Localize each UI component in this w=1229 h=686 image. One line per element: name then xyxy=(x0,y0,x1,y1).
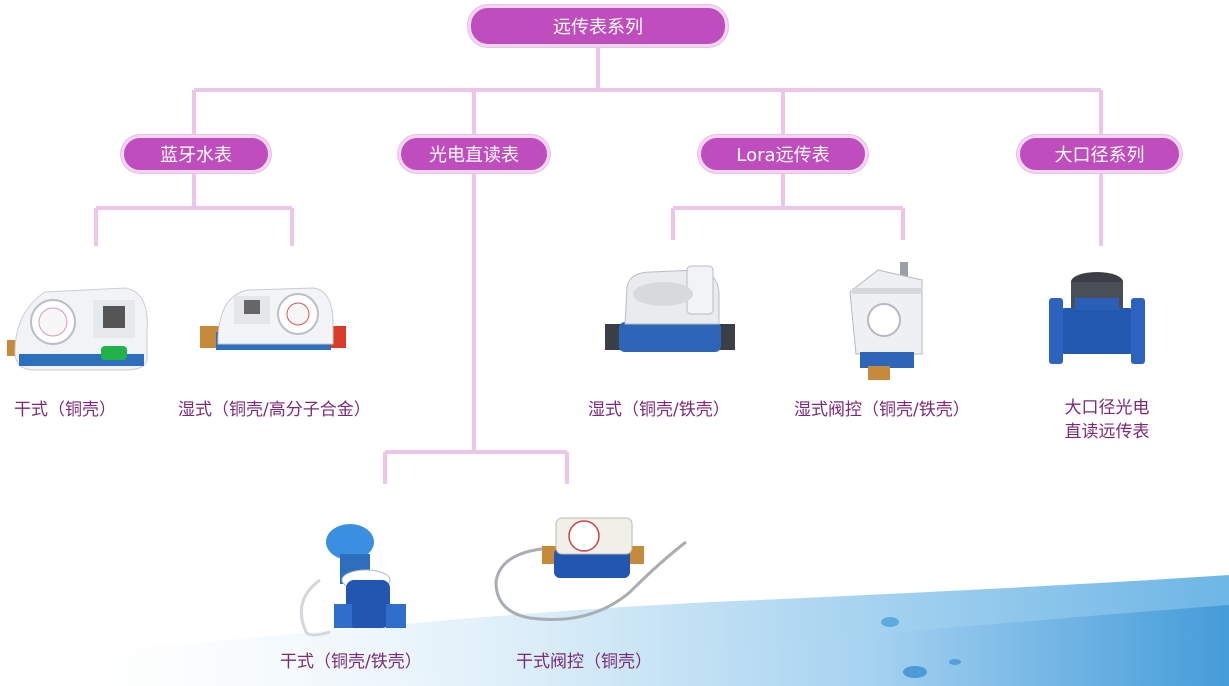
category-node-photoelectric: 光电直读表 xyxy=(398,135,550,173)
product-label-large-caliber: 大口径光电 直读远传表 xyxy=(1050,396,1164,444)
product-label-photoelectric-valve: 干式阀控（铜壳） xyxy=(516,652,652,672)
category-node-lora: Lora远传表 xyxy=(698,135,868,173)
meter-image-lora-wet xyxy=(605,265,735,352)
meter-image-lora-valve xyxy=(849,262,923,380)
product-label-large-caliber-line1: 大口径光电 xyxy=(1064,398,1150,418)
product-label-photoelectric-dry: 干式（铜壳/铁壳） xyxy=(280,652,422,672)
meter-image-photoelectric-valve xyxy=(494,517,687,622)
product-label-lora-valve: 湿式阀控（铜壳/铁壳） xyxy=(794,400,970,420)
product-label-large-caliber-line2: 直读远传表 xyxy=(1064,422,1150,442)
product-label-dry-copper: 干式（铜壳） xyxy=(14,400,116,420)
root-node-title: 远传表系列 xyxy=(468,5,728,47)
product-label-wet-copper-polymer: 湿式（铜壳/高分子合金） xyxy=(178,400,371,420)
meter-image-large-caliber xyxy=(1049,272,1145,364)
meter-image-wet-copper-polymer xyxy=(200,287,346,350)
meter-image-photoelectric-dry xyxy=(299,524,406,637)
product-label-lora-wet: 湿式（铜壳/铁壳） xyxy=(588,400,730,420)
category-node-bluetooth: 蓝牙水表 xyxy=(121,135,271,173)
category-node-large-caliber: 大口径系列 xyxy=(1017,135,1182,173)
meter-image-dry-copper xyxy=(7,287,148,371)
